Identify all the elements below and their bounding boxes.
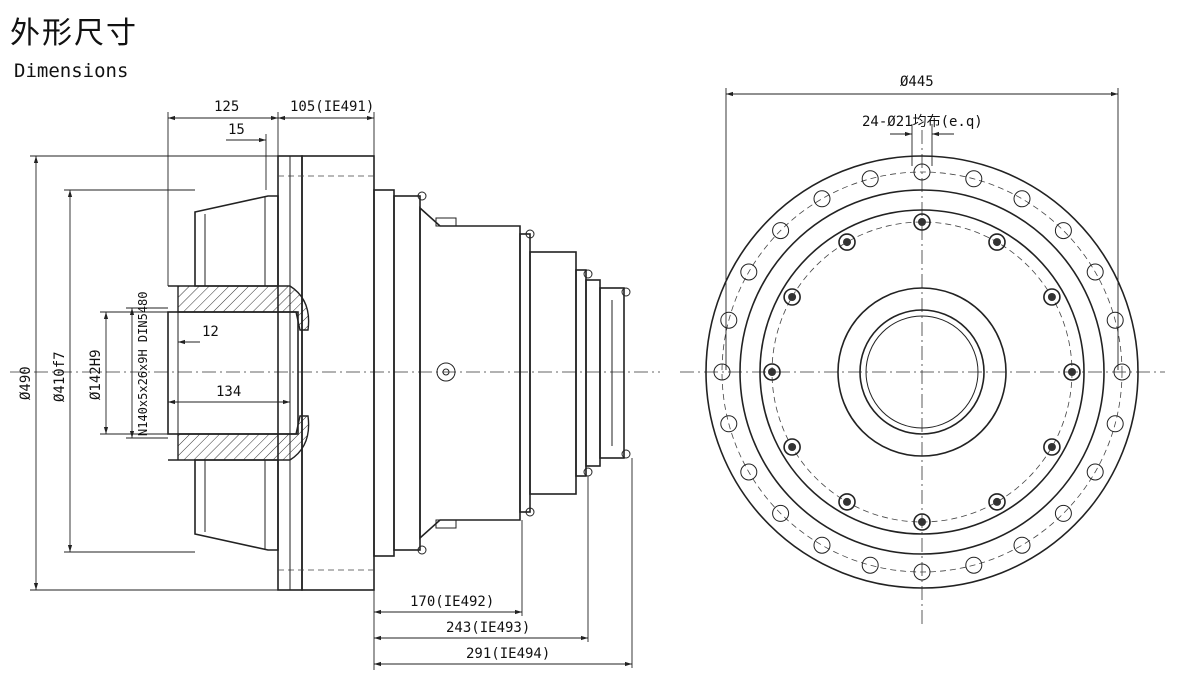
label-243: 243(IE493) bbox=[446, 620, 530, 636]
housing-circle bbox=[759, 209, 1085, 535]
label-105: 105(IE491) bbox=[290, 99, 374, 115]
outer-bolt-holes bbox=[713, 163, 1131, 581]
title-english: Dimensions bbox=[14, 60, 129, 82]
cap-screw bbox=[838, 233, 856, 251]
cap-screw bbox=[988, 233, 1006, 251]
label-134: 134 bbox=[216, 384, 241, 400]
main-housing bbox=[301, 155, 375, 591]
bolt-hole bbox=[1106, 415, 1124, 433]
shaft-bore bbox=[167, 311, 299, 435]
bolt-hole bbox=[772, 222, 790, 240]
bolt-hole bbox=[1106, 311, 1124, 329]
bolt-hole bbox=[965, 556, 983, 574]
label-dia-142: Ø142H9 bbox=[88, 349, 104, 400]
bolt-hole bbox=[740, 263, 758, 281]
cap-screw bbox=[988, 493, 1006, 511]
label-hole-pattern: 24-Ø21均布(e.q) bbox=[862, 114, 983, 130]
bore-circle bbox=[859, 309, 985, 435]
bolt-hole bbox=[1086, 463, 1104, 481]
cap-screw bbox=[1043, 438, 1061, 456]
oil-plug-icon bbox=[436, 362, 456, 382]
bolt-hole bbox=[1113, 363, 1131, 381]
cap-screw bbox=[838, 493, 856, 511]
hub-outer-circle bbox=[837, 287, 1007, 457]
outer-flange-circle bbox=[705, 155, 1139, 589]
cap-screw bbox=[913, 213, 931, 231]
housing-ring-2 bbox=[393, 195, 421, 551]
bolt-hole bbox=[1086, 263, 1104, 281]
bolt-hole bbox=[713, 363, 731, 381]
label-dia-410: Ø410f7 bbox=[52, 351, 68, 402]
housing-ring-1 bbox=[373, 189, 395, 557]
label-12: 12 bbox=[202, 324, 219, 340]
bolt-hole bbox=[720, 415, 738, 433]
cap-screw bbox=[783, 438, 801, 456]
side-view: 125 105(IE491) 15 12 134 Ø490 Ø410f7 Ø14… bbox=[10, 99, 660, 670]
bolt-hole bbox=[1013, 190, 1031, 208]
bolt-hole bbox=[913, 163, 931, 181]
label-125: 125 bbox=[214, 99, 239, 115]
bolt-hole bbox=[1013, 536, 1031, 554]
bolt-hole bbox=[965, 170, 983, 188]
label-291: 291(IE494) bbox=[466, 646, 550, 662]
hub-cone-top bbox=[194, 195, 279, 287]
cap-screw bbox=[783, 288, 801, 306]
bolt-hole bbox=[813, 190, 831, 208]
title-chinese: 外形尺寸 bbox=[10, 16, 138, 51]
cap-screw bbox=[1043, 288, 1061, 306]
bolt-hole bbox=[861, 170, 879, 188]
bolt-hole bbox=[1054, 222, 1072, 240]
cap-screw bbox=[1063, 363, 1081, 381]
shaft-section-hatch-bottom bbox=[168, 415, 310, 461]
stage-housing bbox=[529, 251, 577, 495]
shaft-section-hatch-top bbox=[168, 285, 310, 331]
label-dia-490: Ø490 bbox=[18, 366, 34, 400]
hub-cone-bottom bbox=[194, 459, 279, 551]
bolt-hole bbox=[1054, 504, 1072, 522]
label-spline: N140x5x26x9H DIN5480 bbox=[136, 292, 150, 437]
bolt-hole bbox=[861, 556, 879, 574]
flange-inner-circle bbox=[739, 189, 1105, 555]
cap-screw bbox=[763, 363, 781, 381]
bolt-hole bbox=[740, 463, 758, 481]
end-cover bbox=[599, 287, 625, 459]
inner-bolt-holes bbox=[763, 213, 1081, 531]
label-170: 170(IE492) bbox=[410, 594, 494, 610]
bolt-hole bbox=[720, 311, 738, 329]
motor-body bbox=[419, 206, 521, 540]
front-view: Ø445 24-Ø21均布(e.q) bbox=[680, 74, 1165, 625]
label-15: 15 bbox=[228, 122, 245, 138]
bolt-circle bbox=[721, 171, 1123, 573]
bolt-hole bbox=[772, 504, 790, 522]
label-dia-445: Ø445 bbox=[900, 74, 934, 90]
bolt-hole bbox=[913, 563, 931, 581]
cap-screw bbox=[913, 513, 931, 531]
bolt-hole bbox=[813, 536, 831, 554]
